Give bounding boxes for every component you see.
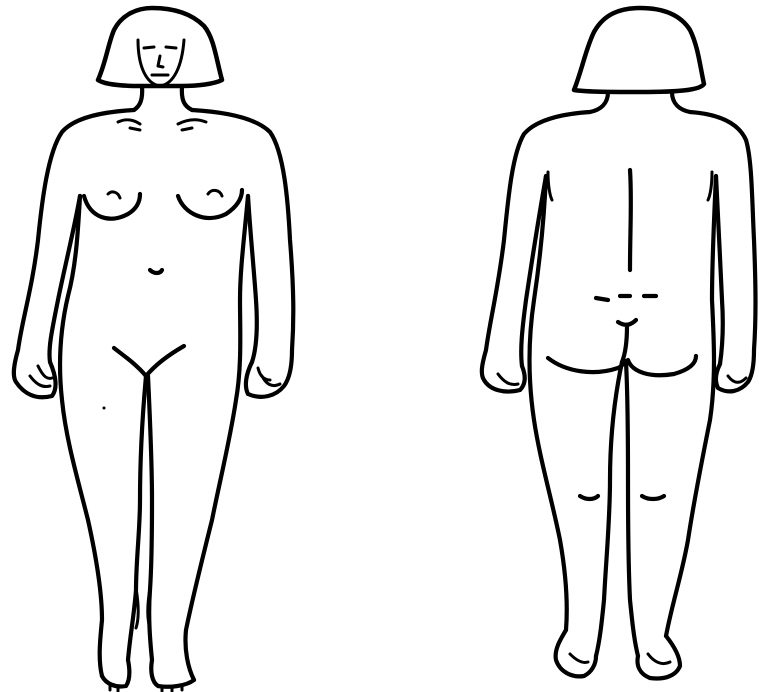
front-sternum-notch [130,128,192,130]
back-left-arm-outer [482,112,590,392]
front-torso-right [185,196,248,680]
front-breast-left [84,194,140,219]
back-scapula-right [708,172,712,200]
female-body-back-view [482,8,756,679]
front-nipple-right [208,190,222,196]
back-dimple-left [596,298,608,300]
back-heel-left [570,654,588,663]
back-neck-right [672,92,690,112]
front-knee-left [136,588,138,628]
back-neck-left [590,92,608,112]
front-right-arm-inner [248,196,257,362]
front-left-hand-detail [30,366,52,387]
back-left-hand-detail [498,374,518,385]
front-foot-left [102,660,129,687]
front-navel [150,270,162,273]
back-spine [630,170,631,270]
back-gluteal-cleft [618,320,636,362]
back-inner-leg-left [596,362,622,656]
back-scapula-left [548,172,552,200]
front-clavicle-left [118,120,140,124]
front-eye-left [144,47,154,48]
front-neck-left [134,86,142,110]
female-body-front-view [14,8,293,691]
back-right-hand-detail [728,376,746,382]
front-nipple-left [108,192,120,198]
front-left-arm-inner [49,196,80,362]
front-neck-right [182,86,192,110]
back-outer-right [666,176,716,636]
back-knee-left [580,496,598,499]
back-foot-left [556,630,596,676]
front-nose [158,56,163,67]
back-heel-right [648,654,670,664]
back-buttock-right [628,356,696,375]
front-breast-right [178,190,242,218]
back-right-arm-inner [716,176,723,364]
front-right-hand-detail [258,368,280,386]
front-clavicle-right [178,120,206,124]
back-knee-right [642,496,664,499]
back-buttock-left [548,358,624,372]
back-foot-right [638,636,681,679]
back-hair-outline [574,8,704,92]
front-speck [103,407,106,410]
back-inner-leg-right [626,362,638,656]
front-eye-right [166,47,176,48]
front-groin-lines [114,346,184,376]
